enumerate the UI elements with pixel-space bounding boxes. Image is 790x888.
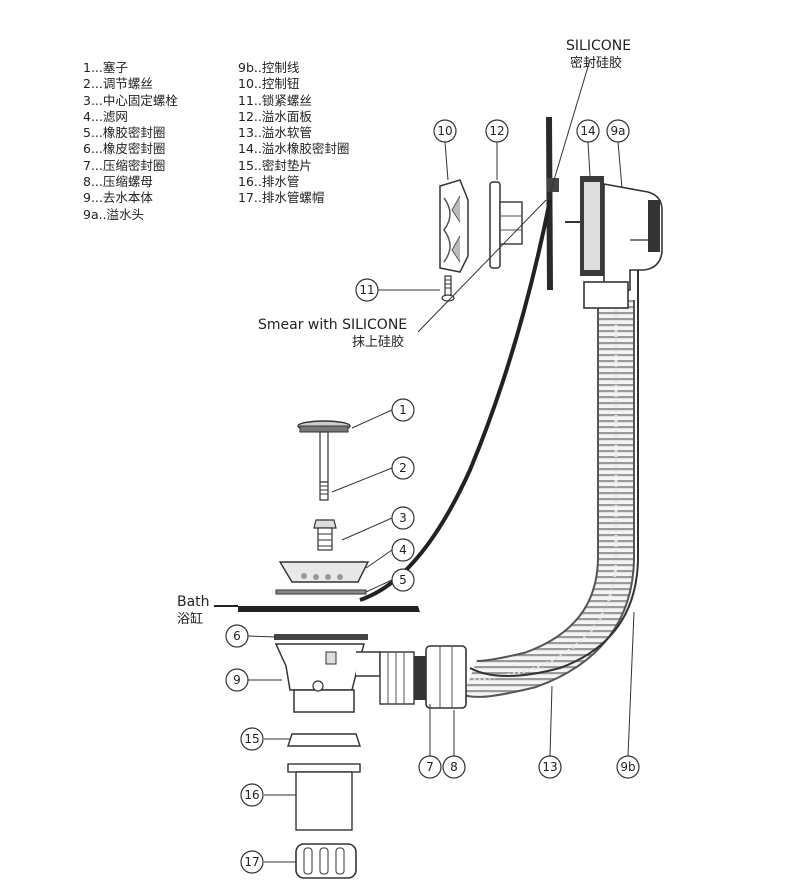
legend-item: 3...中心固定螺栓 bbox=[83, 92, 178, 108]
legend-item: 13..溢水软管 bbox=[238, 125, 312, 141]
legend-item: 11..锁紧螺丝 bbox=[238, 92, 312, 108]
callout-1-text: 1 bbox=[399, 403, 407, 417]
callout-12-text: 12 bbox=[489, 124, 504, 138]
callout-5 bbox=[391, 568, 415, 592]
sealing-washer bbox=[287, 733, 361, 747]
legend-item: 9...去水本体 bbox=[83, 190, 153, 206]
callout-12 bbox=[485, 119, 509, 143]
callout-4-text: 4 bbox=[399, 543, 407, 557]
callout-11-text: 11 bbox=[359, 283, 374, 297]
callout-1 bbox=[391, 398, 415, 422]
callout-13 bbox=[538, 755, 562, 779]
callout-6 bbox=[225, 624, 249, 648]
callout-16-text: 16 bbox=[244, 788, 259, 802]
legend-item: 8...压缩螺母 bbox=[83, 174, 153, 190]
legend-item: 15..密封垫片 bbox=[238, 157, 312, 173]
callout-11 bbox=[355, 278, 379, 302]
silicone-label: SILICONE bbox=[566, 38, 631, 54]
drain-pipe bbox=[287, 763, 361, 831]
callout-10 bbox=[433, 119, 457, 143]
control-cable bbox=[469, 230, 639, 677]
callout-9b-text: 9b bbox=[620, 760, 635, 774]
callout-3-text: 3 bbox=[399, 511, 407, 525]
rubber-washer bbox=[275, 589, 367, 595]
plug bbox=[297, 420, 351, 483]
callout-10-text: 10 bbox=[437, 124, 452, 138]
callout-13-text: 13 bbox=[542, 760, 557, 774]
bath-shell bbox=[214, 605, 420, 612]
callout-16 bbox=[240, 783, 264, 807]
callout-14-text: 14 bbox=[580, 124, 595, 138]
callout-9b bbox=[616, 755, 640, 779]
callout-4 bbox=[391, 538, 415, 562]
legend-item: 5...橡胶密封圈 bbox=[83, 125, 166, 141]
callout-8 bbox=[442, 755, 466, 779]
callout-5-text: 5 bbox=[399, 573, 407, 587]
bath-label: Bath bbox=[177, 594, 210, 610]
callout-2-text: 2 bbox=[399, 461, 407, 475]
strainer bbox=[278, 561, 370, 583]
callout-15-text: 15 bbox=[244, 732, 259, 746]
callout-9a bbox=[606, 119, 630, 143]
drain-pipe-nut bbox=[295, 843, 357, 879]
legend-item: 7...压缩密封圈 bbox=[83, 157, 166, 173]
smear-silicone-label-cn: 抹上硅胶 bbox=[352, 334, 404, 350]
smear-silicone-label: Smear with SILICONE bbox=[258, 317, 407, 333]
legend-item: 16..排水管 bbox=[238, 174, 300, 190]
branch-connection bbox=[379, 645, 467, 709]
callout-6-text: 6 bbox=[233, 629, 241, 643]
waste-body bbox=[274, 643, 381, 713]
leader-lines bbox=[247, 59, 635, 863]
rubber-seal bbox=[274, 634, 368, 640]
centre-bolt bbox=[313, 519, 337, 551]
overflow-plate bbox=[489, 181, 523, 269]
callout-9-text: 9 bbox=[233, 673, 241, 687]
legend-item: 9a..溢水头 bbox=[83, 206, 145, 222]
legend-item: 9b..控制线 bbox=[238, 60, 300, 75]
legend-item: 10..控制钮 bbox=[238, 76, 300, 92]
overflow-head bbox=[565, 176, 663, 309]
callout-8-text: 8 bbox=[450, 760, 458, 774]
silicone-label-cn: 密封硅胶 bbox=[570, 55, 622, 71]
callout-9a-text: 9a bbox=[611, 124, 626, 138]
callout-14 bbox=[576, 119, 600, 143]
bath-label-cn: 浴缸 bbox=[177, 611, 203, 627]
legend-item: 17..排水管螺帽 bbox=[238, 190, 325, 206]
callout-15 bbox=[240, 727, 264, 751]
legend-item: 1...塞子 bbox=[83, 60, 128, 75]
legend-item: 6...橡皮密封圈 bbox=[83, 141, 166, 157]
callout-17 bbox=[240, 850, 264, 874]
parts-legend-right: 9b..控制线 10..控制钮 11..锁紧螺丝 12..溢水面板 13..溢水… bbox=[238, 60, 349, 207]
control-knob bbox=[439, 179, 469, 273]
legend-item: 2...调节螺丝 bbox=[83, 76, 153, 92]
parts-legend-left: 1...塞子 2...调节螺丝 3...中心固定螺栓 4...滤网 5...橡胶… bbox=[83, 60, 178, 223]
callout-17-text: 17 bbox=[244, 855, 259, 869]
adjusting-screw bbox=[319, 481, 329, 501]
callout-9 bbox=[225, 668, 249, 692]
callout-7-text: 7 bbox=[426, 760, 434, 774]
legend-item: 12..溢水面板 bbox=[238, 108, 312, 124]
callout-2 bbox=[391, 456, 415, 480]
callout-3 bbox=[391, 506, 415, 530]
overflow-hose bbox=[462, 300, 635, 698]
legend-item: 14..溢水橡胶密封圈 bbox=[238, 141, 350, 157]
legend-item: 4...滤网 bbox=[83, 108, 128, 124]
callout-7 bbox=[418, 755, 442, 779]
